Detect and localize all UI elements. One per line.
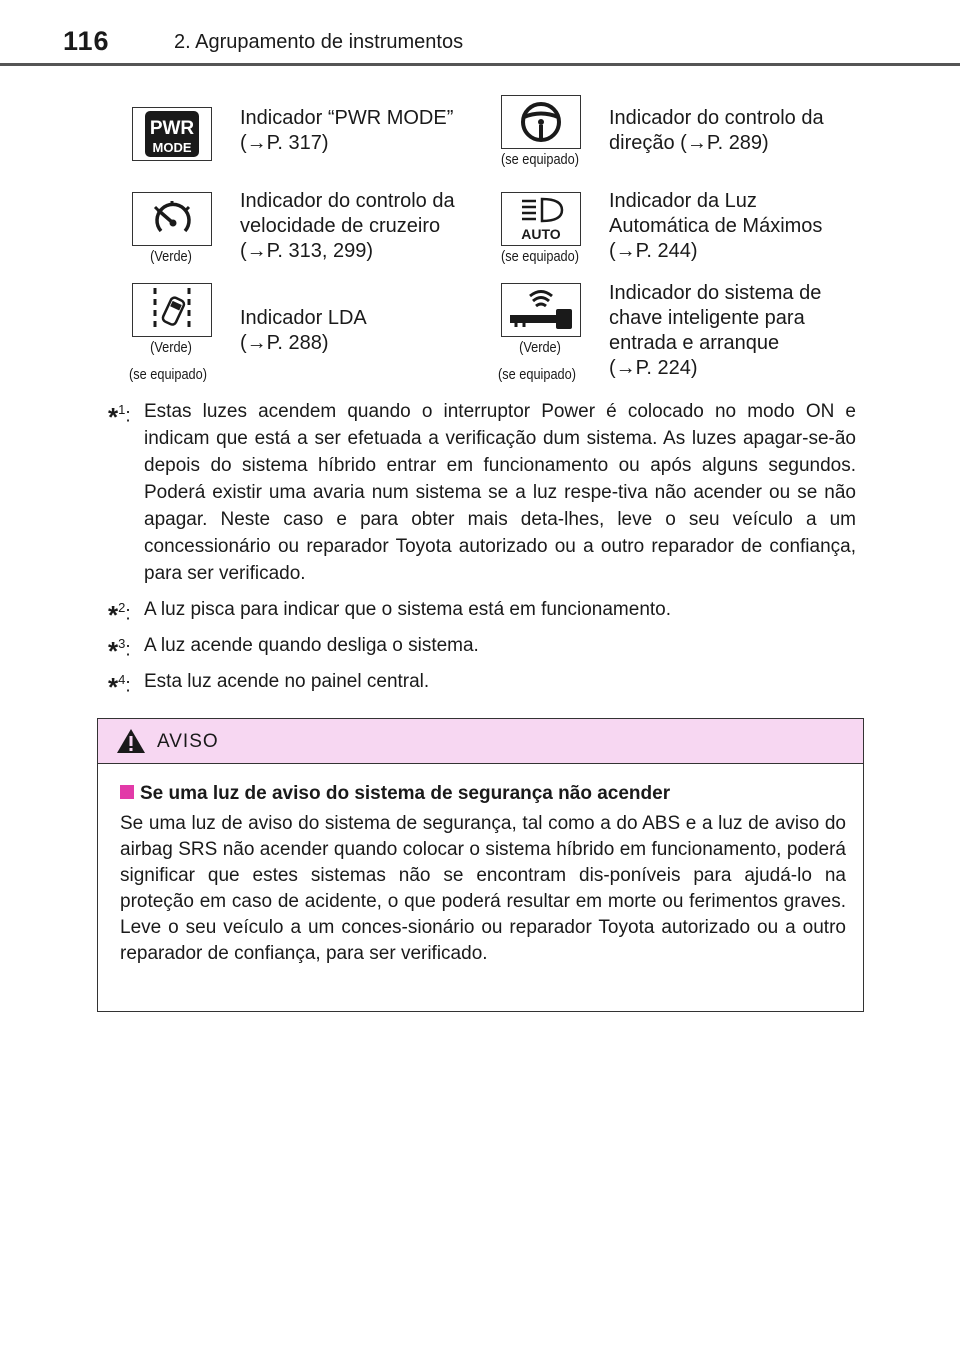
footnote-text: Estas luzes acendem quando o interruptor… — [144, 401, 856, 584]
warning-header: AVISO — [98, 719, 863, 764]
indicator-sub-cruise: (Verde) — [150, 248, 192, 265]
steering-wheel-icon — [501, 95, 581, 149]
smart-key-icon — [501, 283, 581, 337]
indicator-label-steering: Indicador do controlo da direção (→P. 28… — [609, 107, 824, 154]
indicator-label-pwr-mode: Indicador “PWR MODE” (→P. 317) — [240, 107, 454, 154]
footnote-1: *1: Estas luzes acendem quando o interru… — [108, 401, 856, 584]
pwr-mode-icon: PWR MODE — [132, 107, 212, 161]
footnote-2: *2: A luz pisca para indicar que o siste… — [108, 599, 672, 631]
indicator-sub-smart-key-color: (Verde) — [519, 339, 561, 356]
cruise-control-icon — [132, 192, 212, 246]
svg-text:AUTO: AUTO — [521, 226, 561, 242]
indicator-label-lda: Indicador LDA (→P. 288) — [240, 307, 367, 354]
footnote-3: *3: A luz acende quando desliga o sistem… — [108, 635, 479, 667]
svg-text:PWR: PWR — [150, 118, 195, 139]
footnote-text: A luz pisca para indicar que o sistema e… — [144, 599, 672, 620]
page-number: 116 — [63, 26, 110, 56]
warning-title: AVISO — [157, 731, 219, 752]
bullet-square-icon — [120, 785, 134, 799]
lda-icon — [132, 283, 212, 337]
indicator-sub-lda-equipped: (se equipado) — [129, 366, 207, 383]
warning-box: AVISO Se uma luz de aviso do sistema de … — [97, 718, 864, 1012]
section-title: 2. Agrupamento de instrumentos — [174, 31, 464, 53]
footnotes: *1: Estas luzes acendem quando o interru… — [108, 398, 856, 704]
indicator-sub-auto-high-beam: (se equipado) — [501, 248, 579, 265]
auto-high-beam-icon: AUTO — [501, 192, 581, 246]
footnote-text: A luz acende quando desliga o sistema. — [144, 635, 479, 656]
header-divider — [0, 63, 960, 66]
svg-text:MODE: MODE — [153, 140, 192, 155]
footnote-4: *4: Esta luz acende no painel central. — [108, 671, 430, 703]
indicator-label-smart-key: Indicador do sistema de chave inteligent… — [609, 282, 822, 379]
footnote-text: Esta luz acende no painel central. — [144, 671, 430, 692]
warning-text: Se uma luz de aviso do sistema de segura… — [120, 813, 846, 964]
warning-triangle-icon — [117, 729, 145, 753]
page-header: 116 2. Agrupamento de instrumentos — [0, 0, 960, 68]
warning-heading: Se uma luz de aviso do sistema de segura… — [120, 781, 846, 807]
indicator-label-auto-high-beam: Indicador da Luz Automática de Máximos (… — [609, 190, 823, 262]
indicator-sub-smart-key-equipped: (se equipado) — [498, 366, 576, 383]
indicator-sub-steering: (se equipado) — [501, 151, 579, 168]
indicator-label-cruise: Indicador do controlo da velocidade de c… — [240, 190, 455, 262]
warning-body: Se uma luz de aviso do sistema de segura… — [120, 781, 846, 967]
indicator-sub-lda-color: (Verde) — [150, 339, 192, 356]
